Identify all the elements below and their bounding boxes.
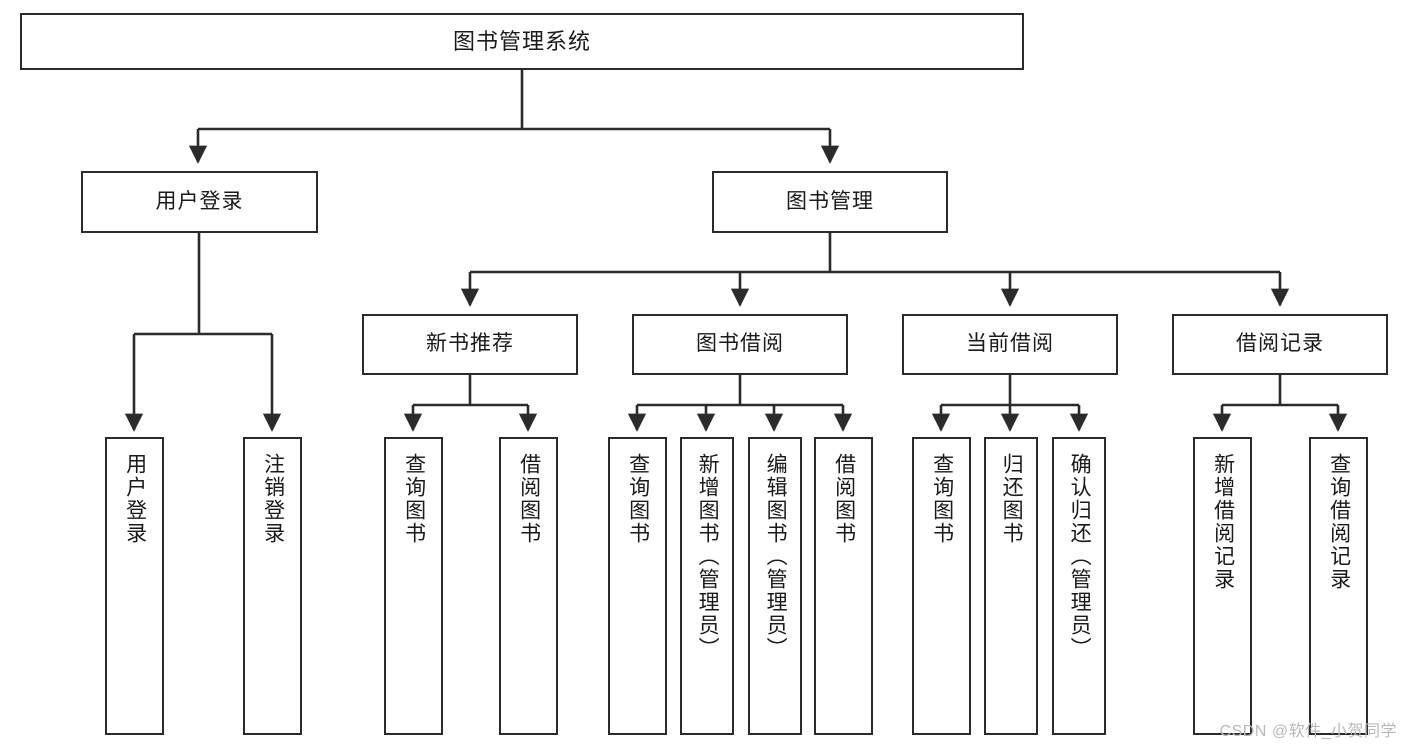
node-leaf-borrow-book-2[interactable]: 借阅图书 — [814, 437, 873, 735]
node-leaf-add-book-admin-label: 新增图书（管理员） — [696, 453, 720, 660]
node-leaf-query-borrow-record-label: 查询借阅记录 — [1327, 453, 1351, 591]
node-leaf-query-book-2[interactable]: 查询图书 — [608, 437, 667, 735]
node-root-label: 图书管理系统 — [452, 28, 591, 54]
node-book-borrow[interactable]: 图书借阅 — [632, 314, 848, 375]
node-leaf-confirm-return-admin[interactable]: 确认归还（管理员） — [1052, 437, 1106, 735]
node-leaf-edit-book-admin[interactable]: 编辑图书（管理员） — [748, 437, 802, 735]
node-leaf-add-borrow-record[interactable]: 新增借阅记录 — [1193, 437, 1252, 735]
node-leaf-borrow-book-2-label: 借阅图书 — [832, 453, 856, 545]
node-book-borrow-label: 图书借阅 — [696, 332, 784, 356]
node-leaf-query-borrow-record[interactable]: 查询借阅记录 — [1309, 437, 1368, 735]
node-new-book-recommend[interactable]: 新书推荐 — [362, 314, 578, 375]
node-new-book-recommend-label: 新书推荐 — [426, 332, 514, 356]
node-user-login[interactable]: 用户登录 — [81, 171, 318, 233]
node-leaf-logout[interactable]: 注销登录 — [243, 437, 302, 735]
node-leaf-query-book-1[interactable]: 查询图书 — [384, 437, 443, 735]
node-borrow-record[interactable]: 借阅记录 — [1172, 314, 1388, 375]
node-leaf-query-book-3[interactable]: 查询图书 — [912, 437, 971, 735]
node-leaf-query-book-2-label: 查询图书 — [626, 453, 650, 545]
node-leaf-query-book-1-label: 查询图书 — [402, 453, 426, 545]
node-leaf-add-borrow-record-label: 新增借阅记录 — [1211, 453, 1235, 591]
node-leaf-add-book-admin[interactable]: 新增图书（管理员） — [680, 437, 734, 735]
node-user-login-label: 用户登录 — [155, 189, 244, 213]
node-leaf-edit-book-admin-label: 编辑图书（管理员） — [764, 453, 788, 660]
node-leaf-confirm-return-admin-label: 确认归还（管理员） — [1068, 453, 1092, 660]
node-book-manage-label: 图书管理 — [786, 189, 874, 213]
node-book-manage[interactable]: 图书管理 — [712, 171, 948, 233]
node-leaf-user-login-label: 用户登录 — [123, 453, 147, 545]
node-leaf-logout-label: 注销登录 — [261, 453, 285, 545]
node-leaf-query-book-3-label: 查询图书 — [930, 453, 954, 545]
node-current-borrow-label: 当前借阅 — [966, 332, 1054, 356]
node-current-borrow[interactable]: 当前借阅 — [902, 314, 1118, 375]
node-leaf-borrow-book-1[interactable]: 借阅图书 — [499, 437, 558, 735]
node-borrow-record-label: 借阅记录 — [1236, 332, 1324, 356]
node-leaf-borrow-book-1-label: 借阅图书 — [517, 453, 541, 545]
node-leaf-return-book[interactable]: 归还图书 — [984, 437, 1038, 735]
node-leaf-user-login[interactable]: 用户登录 — [105, 437, 164, 735]
watermark-text: CSDN @软件_小贺同学 — [1219, 723, 1397, 740]
node-leaf-return-book-label: 归还图书 — [1000, 453, 1024, 545]
node-root[interactable]: 图书管理系统 — [20, 13, 1024, 70]
